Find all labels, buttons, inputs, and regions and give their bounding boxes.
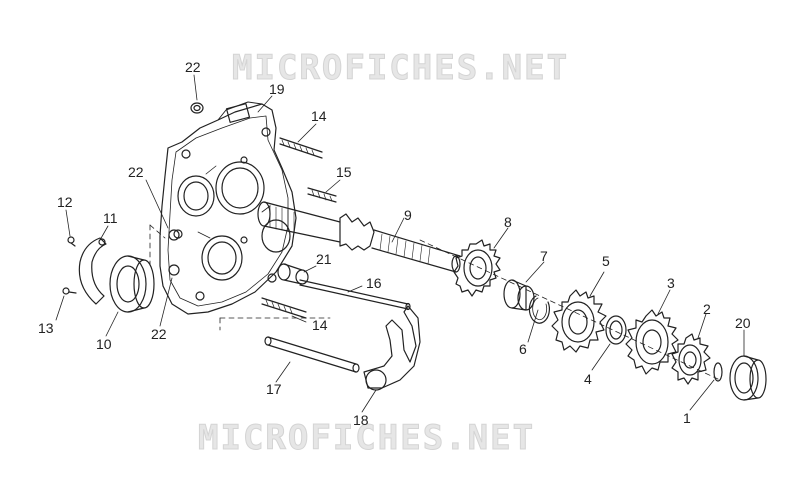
callout-15: 15 <box>336 164 352 180</box>
callout-4: 4 <box>584 371 592 387</box>
gear-3 <box>625 309 679 375</box>
callout-1: 1 <box>683 410 691 426</box>
callout-6: 6 <box>519 341 527 357</box>
callout-11: 11 <box>103 210 118 226</box>
callout-19: 19 <box>269 81 285 97</box>
callout-8: 8 <box>504 214 512 230</box>
shift-fork-18 <box>363 305 421 391</box>
gear-5 <box>551 289 607 353</box>
callout-17: 17 <box>266 381 282 397</box>
bearing-10 <box>109 255 155 313</box>
callout-7: 7 <box>540 248 548 264</box>
callout-13: 13 <box>38 320 54 336</box>
callout-9: 9 <box>404 207 412 223</box>
screws-12-13 <box>62 236 77 295</box>
circlip-6 <box>528 295 550 324</box>
ring-1 <box>713 362 723 382</box>
gear-8 <box>453 239 501 297</box>
callout-22-top: 22 <box>185 59 201 75</box>
shaft-17 <box>264 336 360 373</box>
plugs-22 <box>168 102 204 276</box>
callout-14-bottom: 14 <box>312 317 328 333</box>
watermark-top: MICROFICHES.NET <box>231 48 570 89</box>
gearbox-housing-19 <box>159 101 297 315</box>
cover-plate-11 <box>78 237 107 305</box>
callout-12: 12 <box>57 194 73 210</box>
callout-5: 5 <box>602 253 610 269</box>
studs-14 <box>261 137 323 319</box>
callout-2: 2 <box>703 301 711 317</box>
stud-15 <box>307 187 337 203</box>
bearing-20 <box>729 355 767 401</box>
fork-shaft-16 <box>299 279 411 311</box>
washer-4 <box>605 315 627 345</box>
callout-18: 18 <box>353 412 369 428</box>
main-shaft-9 <box>257 201 461 273</box>
callout-21: 21 <box>316 251 332 267</box>
leader-lines <box>55 74 745 413</box>
callout-22-bottom: 22 <box>151 326 167 342</box>
callout-16: 16 <box>366 275 382 291</box>
callout-22-left: 22 <box>128 164 144 180</box>
bushing-21 <box>277 263 309 285</box>
callout-10: 10 <box>96 336 112 352</box>
gear-2 <box>671 333 711 385</box>
callout-20: 20 <box>735 315 751 331</box>
watermark-bottom: MICROFICHES.NET <box>197 418 536 459</box>
callout-14-top: 14 <box>311 108 327 124</box>
callout-3: 3 <box>667 275 675 291</box>
alignment-lines <box>149 224 721 381</box>
